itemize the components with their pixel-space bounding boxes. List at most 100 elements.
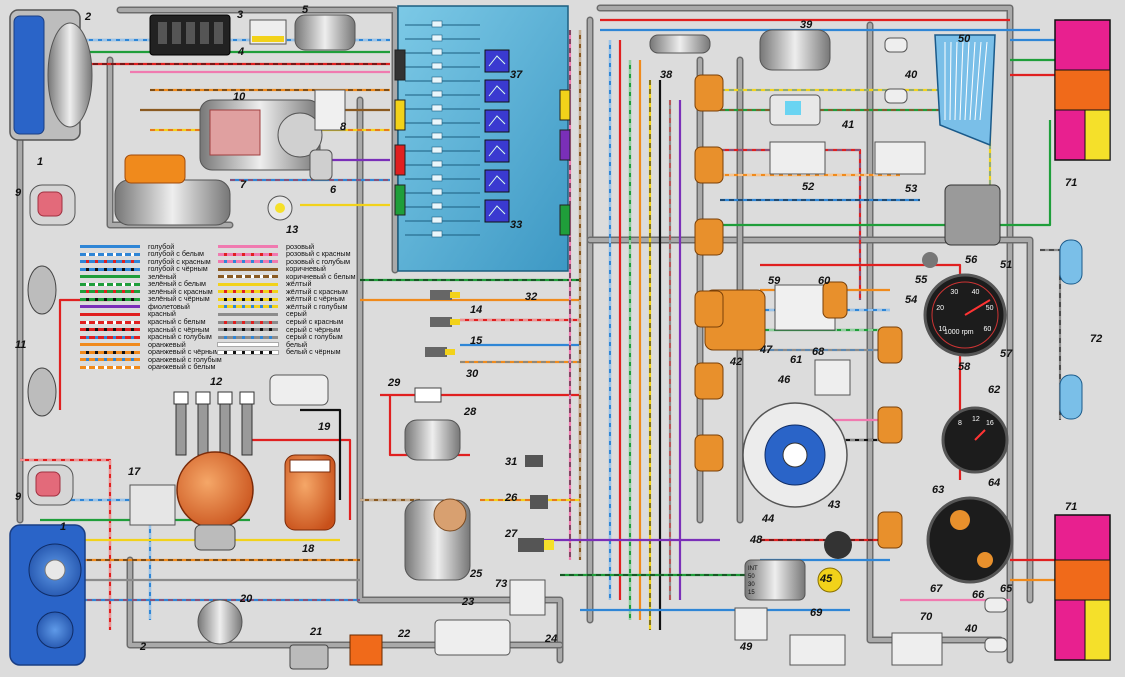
component-label: 54 <box>905 294 917 306</box>
component-label: 47 <box>759 344 773 356</box>
starter <box>114 179 231 226</box>
component-label: 37 <box>510 69 523 81</box>
legend-label: жёлтый с красным <box>286 286 348 296</box>
component-label: 39 <box>800 19 813 31</box>
ignition-coil-top <box>289 459 331 473</box>
fuse <box>431 20 443 28</box>
component-label: 63 <box>932 484 944 496</box>
fuse <box>431 174 443 182</box>
ignition-mark: 15 <box>748 590 755 596</box>
component-label: 58 <box>958 361 971 373</box>
component-label: 61 <box>790 354 802 366</box>
legend-swatch <box>80 358 140 362</box>
component-label: 56 <box>965 254 978 266</box>
connector <box>694 74 724 112</box>
legend-entry: голубой с белым <box>80 250 204 259</box>
legend-swatch <box>80 275 140 279</box>
bulb-40 <box>984 637 1008 653</box>
heater-grid-line <box>954 41 958 121</box>
component-label: 55 <box>915 274 928 286</box>
legend-swatch <box>218 312 278 316</box>
relay <box>484 79 510 103</box>
fuse-block-connector <box>559 129 571 161</box>
connector <box>877 406 903 444</box>
heater-grid-line <box>964 41 970 121</box>
fuse-block-connector <box>394 184 406 216</box>
relay-slot <box>172 22 181 44</box>
washer-pump <box>294 14 356 51</box>
legend-label: серый <box>286 309 307 319</box>
legend-label: голубой с белым <box>148 249 204 259</box>
connector-19 <box>269 374 329 406</box>
connector-22 <box>349 634 383 666</box>
rear-light-reverse <box>1084 109 1111 161</box>
ignition-mark: 50 <box>748 574 755 580</box>
legend-label: коричневый с белым <box>286 271 356 281</box>
wire <box>300 408 342 500</box>
switch-tip <box>450 292 460 298</box>
legend-entry: красный с чёрным <box>80 325 209 334</box>
spark-plug-cap <box>217 391 233 405</box>
component-label: 13 <box>286 224 298 236</box>
wire <box>1040 248 1062 420</box>
legend-entry: жёлтый <box>218 280 311 289</box>
legend-swatch <box>218 260 278 264</box>
component-label: 2 <box>139 641 146 653</box>
legend-label: зелёный с чёрным <box>148 294 210 304</box>
legend-swatch <box>218 305 278 309</box>
legend-swatch <box>80 305 140 309</box>
headlight-bulb <box>44 559 66 581</box>
component-label: 30 <box>466 368 479 380</box>
legend-label: серый с голубым <box>286 332 343 342</box>
legend-swatch <box>80 290 140 294</box>
relay-23 <box>434 619 511 656</box>
legend-swatch <box>80 297 140 301</box>
component-label: 49 <box>739 641 753 653</box>
legend-swatch <box>80 267 140 271</box>
fuse <box>431 160 443 168</box>
distributor <box>176 451 254 529</box>
relay-73 <box>509 579 546 616</box>
legend-label: розовый с голубым <box>286 256 351 266</box>
tachometer-mark: 10 <box>938 326 946 333</box>
fuse <box>431 146 443 154</box>
legend-entry: оранжевый с чёрным <box>80 348 219 357</box>
component-label: 5 <box>302 4 309 16</box>
relay <box>484 109 510 133</box>
component-label: 4 <box>237 46 244 58</box>
component-label: 53 <box>905 183 917 195</box>
legend-swatch <box>80 350 140 354</box>
legend-entry: коричневый с белым <box>218 272 356 281</box>
motor-39 <box>759 29 831 71</box>
legend-label: серый с красным <box>286 317 344 326</box>
fuse <box>431 48 443 56</box>
spark-plug-cap <box>239 391 255 405</box>
component-label: 6 <box>330 184 337 196</box>
fuse <box>431 104 443 112</box>
component-label: 12 <box>210 376 222 388</box>
component-label: 71 <box>1065 501 1077 513</box>
legend-entry: жёлтый с красным <box>218 287 348 296</box>
connector <box>694 362 724 400</box>
voltage-regulator <box>209 109 261 156</box>
washer-38 <box>649 34 711 54</box>
wire-stripe <box>20 459 111 630</box>
ignition-coil <box>284 454 336 531</box>
legend-entry: коричневый <box>218 265 326 274</box>
wire <box>760 263 962 480</box>
legend-label: красный с белым <box>148 317 206 326</box>
fuse <box>431 118 443 126</box>
sensor-center <box>275 203 285 213</box>
legend-swatch <box>218 290 278 294</box>
legend-entry: красный с голубым <box>80 333 212 342</box>
fuse <box>431 90 443 98</box>
component-label: 3 <box>237 9 243 21</box>
wire <box>720 120 1052 227</box>
component-label: 23 <box>461 596 474 608</box>
legend-swatch <box>80 245 140 248</box>
legend-swatch <box>218 245 278 248</box>
relay <box>314 89 346 131</box>
plate-light <box>1059 374 1083 420</box>
switch <box>518 538 544 552</box>
